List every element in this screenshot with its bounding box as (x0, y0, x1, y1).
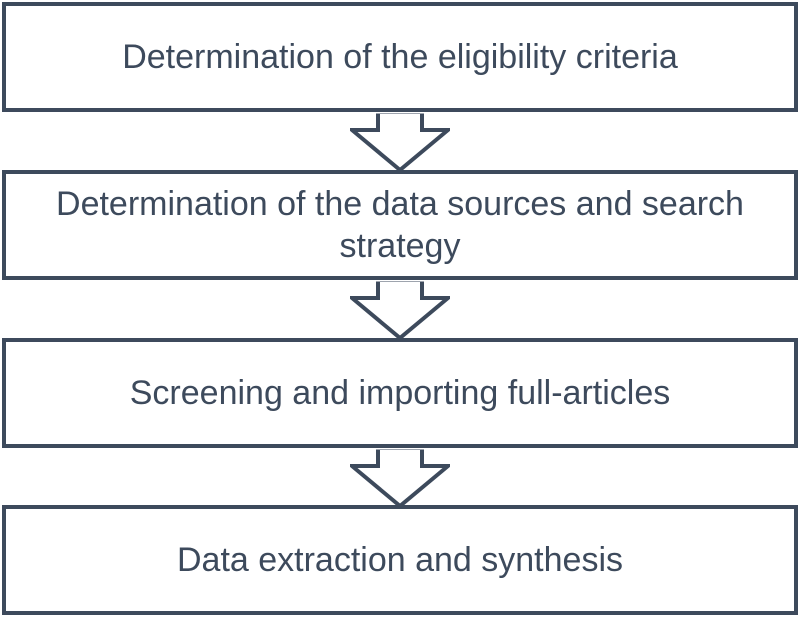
step-1-box: Determination of the eligibility criteri… (2, 2, 798, 112)
step-1-label: Determination of the eligibility criteri… (122, 38, 678, 76)
down-arrow-icon (350, 448, 450, 508)
down-arrow-icon (350, 112, 450, 172)
step-2-box: Determination of the data sources and se… (2, 170, 798, 280)
step-4-label: Data extraction and synthesis (176, 541, 624, 579)
step-3-label: Screening and importing full-articles (129, 374, 671, 412)
step-3-box: Screening and importing full-articles (2, 338, 798, 448)
step-4-box: Data extraction and synthesis (2, 505, 798, 615)
down-arrow-icon (350, 280, 450, 340)
step-2-label: Determination of the data sources and se… (56, 185, 744, 265)
